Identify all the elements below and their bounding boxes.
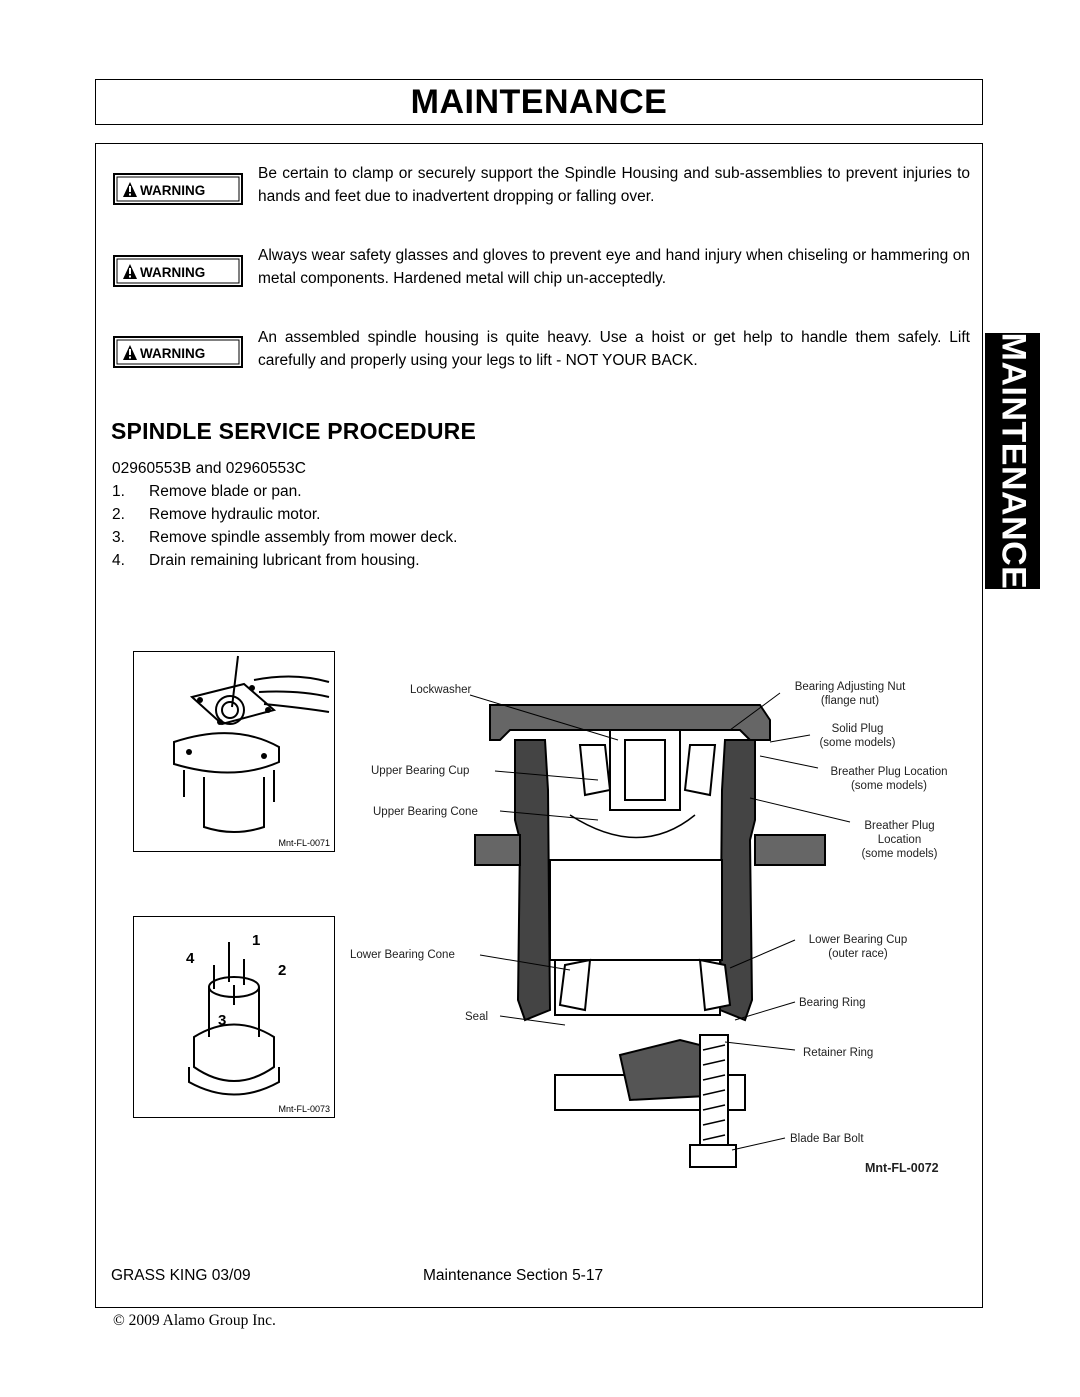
callout-upper-bearing-cone: Upper Bearing Cone: [373, 806, 478, 818]
callout-blade-bar-bolt: Blade Bar Bolt: [790, 1133, 864, 1145]
list-item: 1.Remove blade or pan.: [112, 483, 302, 500]
callout-upper-bearing-cup: Upper Bearing Cup: [371, 765, 470, 777]
part-numbers: 02960553B and 02960553C: [112, 460, 306, 477]
callout-bearing-adjusting-nut: Bearing Adjusting Nut(flange nut): [794, 681, 906, 707]
spindle-bolts-illustration: 1 2 3 4: [186, 932, 286, 1096]
callout-lower-bearing-cone: Lower Bearing Cone: [350, 949, 455, 961]
warning-text-2: Always wear safety glasses and gloves to…: [258, 247, 970, 287]
callout-lockwasher: Lockwasher: [410, 684, 472, 696]
list-item: 3.Remove spindle assembly from mower dec…: [112, 529, 458, 546]
svg-text:4: 4: [186, 950, 195, 967]
list-item: 4.Drain remaining lubricant from housing…: [112, 552, 420, 569]
content-frame: [95, 143, 983, 1308]
figure-id: Mnt-FL-0071: [278, 838, 330, 848]
warning-text-1: Be certain to clamp or securely support …: [258, 165, 970, 205]
svg-text:2: 2: [278, 962, 286, 979]
svg-text:3: 3: [218, 1012, 226, 1029]
page-title: MAINTENANCE: [410, 82, 668, 121]
footer-left: GRASS KING 03/09: [111, 1267, 251, 1284]
side-tab-label: MAINTENANCE: [994, 332, 1032, 590]
photo-spindle-bolts: 1 2 3 4 Mnt-FL-0073: [133, 916, 335, 1118]
photo-spindle-removal: Mnt-FL-0071: [133, 651, 335, 852]
svg-text:WARNING: WARNING: [140, 346, 205, 361]
callout-retainer-ring: Retainer Ring: [803, 1047, 874, 1059]
footer-section: Maintenance Section 5-17: [423, 1267, 604, 1284]
warning-badge: WARNING: [113, 336, 243, 368]
callout-bearing-ring: Bearing Ring: [799, 997, 866, 1009]
callout-seal: Seal: [465, 1011, 489, 1023]
copyright: © 2009 Alamo Group Inc.: [113, 1312, 276, 1329]
warning-badge: WARNING: [113, 173, 243, 205]
warning-text-3: An assembled spindle housing is quite he…: [258, 329, 970, 369]
spindle-cross-section-diagram: [474, 704, 826, 1168]
svg-text:WARNING: WARNING: [140, 265, 205, 280]
section-title: SPINDLE SERVICE PROCEDURE: [111, 418, 476, 444]
diagram-figure-id: Mnt-FL-0072: [865, 1161, 939, 1175]
svg-text:WARNING: WARNING: [140, 183, 205, 198]
callout-leaders: [469, 692, 851, 1151]
svg-text:1: 1: [252, 932, 260, 949]
figure-id: Mnt-FL-0073: [278, 1104, 330, 1114]
list-item: 2.Remove hydraulic motor.: [112, 506, 321, 523]
callout-solid-plug: Solid Plug(some models): [819, 723, 896, 749]
page-header: MAINTENANCE: [95, 79, 983, 125]
callout-breather-plug-location: Breather Plug Location(some models): [830, 766, 948, 792]
spindle-housing-illustration: [173, 655, 330, 833]
warning-badge: WARNING: [113, 255, 243, 287]
callout-lower-bearing-cup: Lower Bearing Cup(outer race): [808, 934, 908, 960]
side-tab: MAINTENANCE: [985, 333, 1040, 589]
